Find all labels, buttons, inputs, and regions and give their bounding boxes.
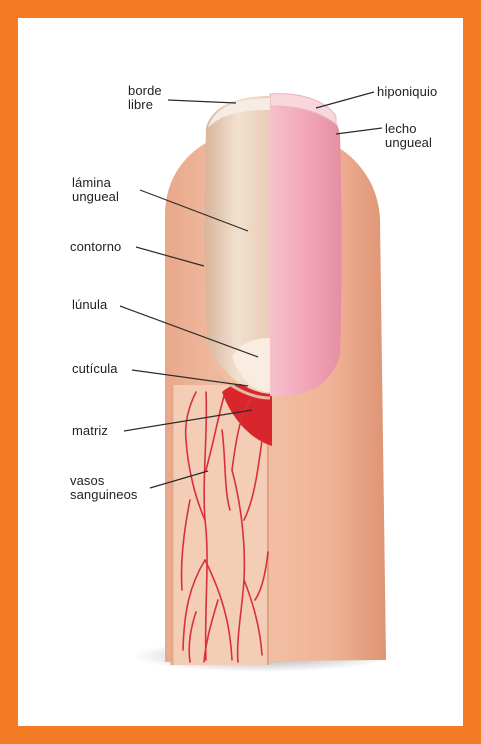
label-lecho-ungueal: lecho ungueal xyxy=(385,122,432,150)
label-matriz: matriz xyxy=(72,424,108,438)
label-hiponiquio: hiponiquio xyxy=(377,85,437,99)
label-contorno: contorno xyxy=(70,240,121,254)
label-cuticula: cutícula xyxy=(72,362,118,376)
label-vasos-sanguineos: vasos sanguineos xyxy=(70,474,138,502)
label-lamina-ungueal: lámina ungueal xyxy=(72,176,119,204)
nail-bed xyxy=(270,96,342,396)
label-lunula: lúnula xyxy=(72,298,107,312)
label-borde-libre: borde libre xyxy=(128,84,162,112)
